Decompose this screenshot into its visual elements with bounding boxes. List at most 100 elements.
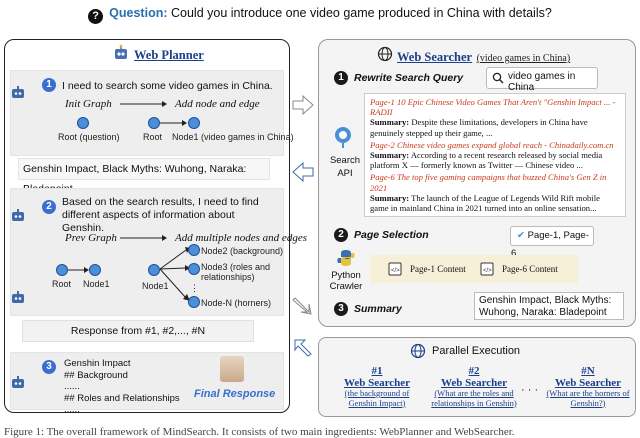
summary-output: Genshin Impact, Black Myths: Wuhong, Nar… [474, 292, 624, 320]
searcher-step3-label: Summary [354, 303, 402, 315]
unit-1-name: Web Searcher [343, 377, 411, 389]
selection-box: ✔ Page-1, Page-6 [510, 226, 594, 259]
search-api-label: Search API [329, 155, 361, 179]
arrow-from-searcher [292, 162, 314, 182]
searcher-step2-label: Page Selection [354, 229, 429, 241]
final-line-4: ## Roles and Relationships [64, 392, 180, 404]
result-3-summary-label: Summary: [370, 192, 410, 203]
planner-step2-band [10, 188, 284, 316]
search-query-text: video games in China [508, 71, 576, 93]
unit-1-desc: (the background of Genshin Impact) [344, 388, 410, 408]
unit-1-num: #1 [371, 365, 383, 377]
arrow-prev-to-add [120, 235, 167, 241]
parallel-unit-1: #1 Web Searcher (the background of Gensh… [330, 365, 424, 408]
result-3-summary: The launch of the League of Legends Wild… [370, 192, 600, 214]
unit-2-desc: (What are the roles and relationships in… [431, 388, 517, 408]
searcher-title-row: Web Searcher (video games in China) [397, 48, 570, 66]
search-results-box: Page-1 10 Epic Chinese Video Games That … [364, 93, 626, 217]
searcher-subtitle: (video games in China) [476, 53, 571, 64]
result-2-summary-label: Summary: [370, 150, 410, 161]
arrow-diag-up [294, 339, 312, 357]
arrow-init-to-add [120, 101, 167, 107]
content-strip [370, 255, 578, 283]
result-3-title[interactable]: Page-6 The top five gaming campaigns tha… [370, 172, 607, 193]
question-icon: ? [88, 9, 104, 24]
g2-edges [159, 247, 190, 301]
planner-step3-num: 3 [42, 360, 56, 374]
result-3: Page-6 The top five gaming campaigns tha… [370, 172, 620, 213]
final-response-label: Final Response [194, 388, 276, 400]
final-line-3: ...... [64, 381, 80, 392]
searcher-step2-num: 2 [334, 228, 348, 242]
g2-dots: ⋮ [190, 283, 199, 293]
doc-icon-2: </> [480, 262, 494, 281]
parallel-title: Parallel Execution [432, 345, 521, 357]
result-1-summary: Despite these limitations, developers in… [370, 117, 588, 138]
parallel-dots: · · · [521, 384, 539, 396]
g2-node2 [188, 244, 200, 256]
g2-node3 [188, 263, 200, 275]
searcher-title: Web Searcher [397, 50, 473, 64]
agent-icon-3 [10, 290, 26, 311]
planner-step1-text: I need to search some video games in Chi… [62, 80, 273, 92]
g2-nodeN-label: Node-N (horners) [201, 298, 272, 308]
globe-icon [377, 46, 393, 67]
add-node-label: Add node and edge [175, 98, 260, 110]
g1-root2-node [148, 117, 160, 129]
search-query-box[interactable]: video games in China [486, 67, 598, 93]
planner-step3-text: Genshin Impact ## Background ...... ## R… [64, 358, 180, 416]
page1-content-label: Page-1 Content [410, 264, 466, 274]
planner-robot-icon [112, 44, 130, 67]
page6-content-label: Page-6 Content [502, 264, 558, 274]
planner-step2-num: 2 [42, 200, 56, 214]
svg-text:</>: </> [391, 268, 400, 274]
g1-node1-node [188, 117, 200, 129]
question-text: Could you introduce one video game produ… [171, 6, 552, 20]
g1-root-node [77, 117, 89, 129]
unit-n-num: #N [581, 365, 595, 377]
agent-icon-2 [10, 208, 26, 229]
g2-root-node [56, 264, 68, 276]
add-multi-label: Add multiple nodes and edges [175, 232, 307, 244]
result-1: Page-1 10 Epic Chinese Video Games That … [370, 97, 620, 138]
figure-caption: Figure 1: The overall framework of MindS… [4, 426, 515, 438]
searcher-step1-label: Rewrite Search Query [354, 72, 464, 84]
unit-n-name: Web Searcher [554, 377, 622, 389]
doc-icon-1: </> [388, 262, 402, 281]
final-line-5: ...... [64, 404, 80, 415]
final-line-1: Genshin Impact [64, 358, 131, 369]
planner-step1-num: 1 [42, 78, 56, 92]
python-icon [336, 248, 356, 273]
agent-icon-1 [10, 85, 26, 106]
question-label: Question: [109, 6, 168, 20]
result-1-title[interactable]: Page-1 10 Epic Chinese Video Games That … [370, 97, 616, 118]
edge-g2-root-node1 [68, 267, 89, 273]
g1-root-question-label: Root (question) [58, 132, 120, 142]
unit-n-desc: (What are the horners of Genshin?) [546, 388, 630, 408]
globe-network-icon [410, 343, 426, 364]
planner-title: Web Planner [134, 48, 204, 62]
final-line-2: ## Background [64, 369, 128, 381]
feedback-line: Genshin Impact, Black Myths: Wuhong, Nar… [18, 158, 270, 195]
result-2-title[interactable]: Page-2 Chinese video games expand global… [370, 139, 614, 150]
g2-node2-label: Node2 (background) [201, 246, 284, 256]
g2-node1-left [89, 264, 101, 276]
prev-graph-label: Prev Graph [65, 232, 117, 244]
unit-2-name: Web Searcher [440, 377, 508, 389]
searcher-step1-num: 1 [334, 71, 348, 85]
svg-text:</>: </> [483, 268, 492, 274]
arrow-diag-down [292, 297, 312, 315]
init-graph-label: Init Graph [65, 98, 112, 110]
result-2: Page-2 Chinese video games expand global… [370, 140, 620, 171]
selection-text: Page-1, Page-6 [511, 230, 589, 259]
parallel-panel [318, 337, 636, 417]
edge-root-node1 [160, 120, 187, 126]
response-line: Response from #1, #2,..., #N [22, 320, 254, 342]
parallel-unit-n: #N Web Searcher (What are the horners of… [542, 365, 634, 408]
g2-node1 [148, 264, 160, 276]
search-icon [492, 71, 504, 89]
arrow-to-searcher [292, 95, 314, 115]
unit-2-num: #2 [468, 365, 480, 377]
planner-step2-text: Based on the search results, I need to f… [62, 196, 259, 234]
cloud-search-icon [330, 124, 356, 155]
